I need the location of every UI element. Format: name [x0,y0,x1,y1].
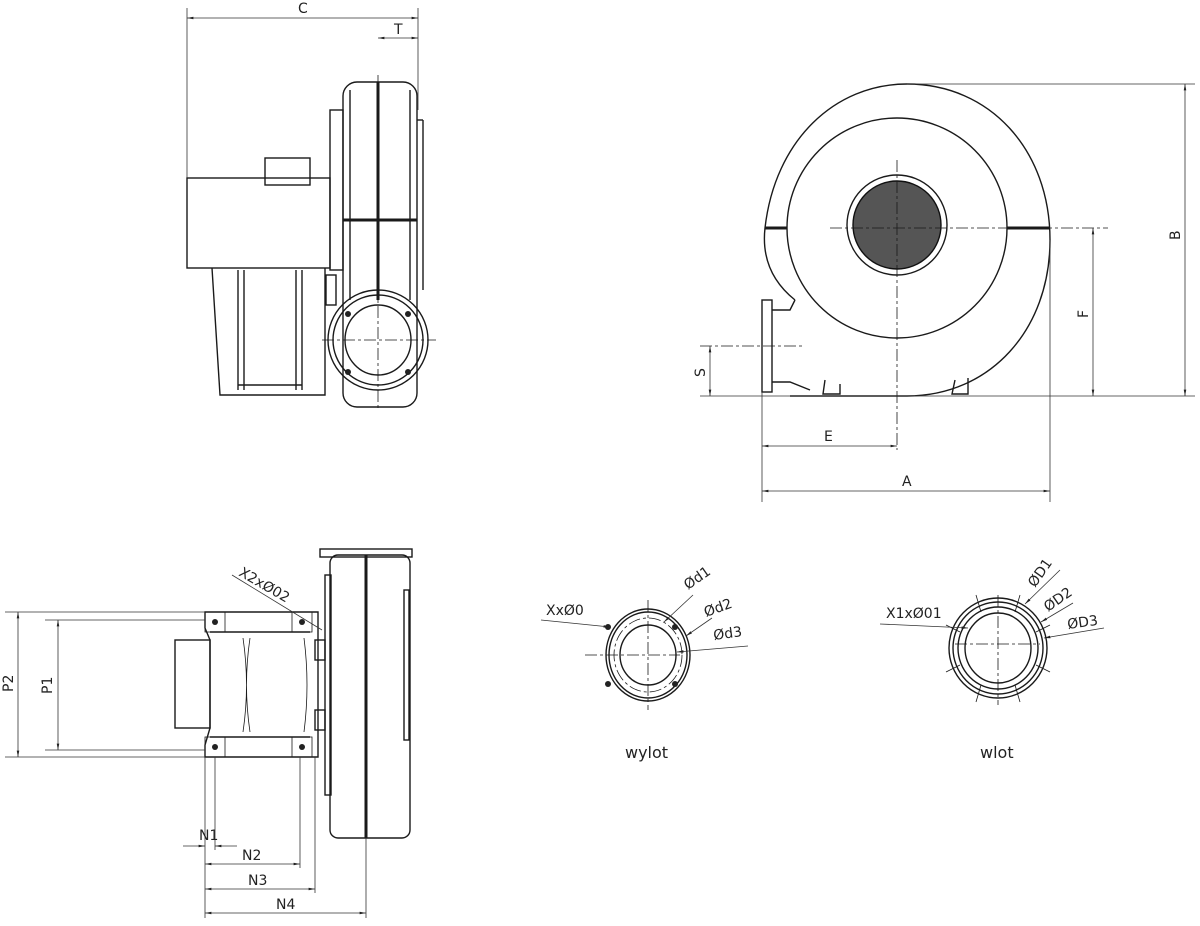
dim-N2: N2 [242,848,261,864]
dim-N3: N3 [248,873,267,889]
outlet-holes-label: XxØ0 [546,603,584,619]
inlet-D1-label: ØD1 [1025,556,1056,590]
inlet-D3-label: ØD3 [1066,613,1099,633]
side-view: C T [186,1,436,408]
dim-B: B [1168,230,1184,240]
inlet-caption: wlot [980,743,1014,762]
dim-P2: P2 [1,675,17,692]
dim-N1: N1 [199,828,218,844]
front-view: B F S E A [693,83,1195,502]
dim-C: C [298,1,308,17]
inlet-D2-label: ØD2 [1041,585,1075,616]
dim-S: S [693,368,709,377]
outlet-d2-label: Ød2 [702,596,735,621]
outlet-d3-label: Ød3 [712,624,743,644]
top-view: P2 P1 N1 N2 N3 N4 X2xØ02 [1,548,413,918]
outlet-flange: XxØ0 Ød1 Ød2 Ød3 wylot [540,564,749,762]
dim-N4: N4 [276,897,295,913]
dim-A: A [902,474,912,490]
dim-P1: P1 [40,677,56,694]
holes-label: X2xØ02 [236,565,292,607]
dim-T: T [393,22,403,38]
inlet-holes-label: X1xØ01 [886,606,942,622]
inlet-flange: X1xØ01 ØD1 ØD2 ØD3 wlot [879,556,1105,762]
outlet-caption: wylot [625,743,668,762]
dim-E: E [824,429,833,445]
dim-F: F [1076,310,1092,318]
outlet-d1-label: Ød1 [681,564,714,594]
